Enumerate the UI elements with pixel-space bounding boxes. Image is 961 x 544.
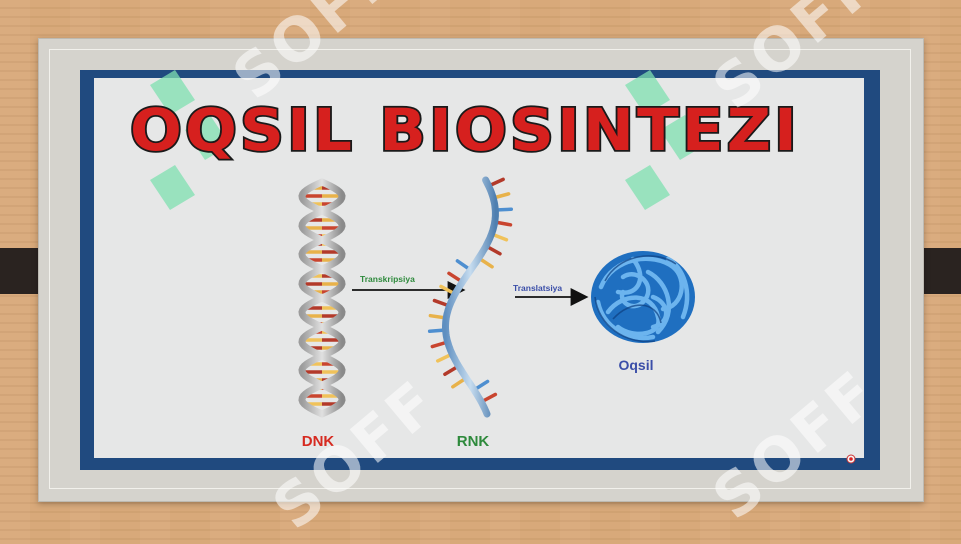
transcription-label: Transkripsiya — [360, 274, 415, 284]
page-title: OQSIL BIOSINTEZI — [130, 96, 800, 164]
rna-strand — [442, 176, 499, 418]
dna-strand-b — [298, 178, 346, 418]
green-s-logo-icon — [150, 70, 230, 210]
dna-label: DNK — [302, 433, 335, 450]
folded-protein-icon — [591, 251, 695, 343]
dna-double-helix-icon — [298, 178, 346, 418]
rna-label: RNK — [457, 433, 490, 450]
rna-single-strand-icon — [427, 176, 514, 418]
record-dot-inner — [849, 457, 853, 461]
protein-label: Oqsil — [618, 357, 653, 373]
whiteboard-frame-inner — [49, 49, 911, 489]
green-s-logo-icon — [625, 70, 705, 210]
translation-label: Translatsiya — [513, 283, 562, 293]
